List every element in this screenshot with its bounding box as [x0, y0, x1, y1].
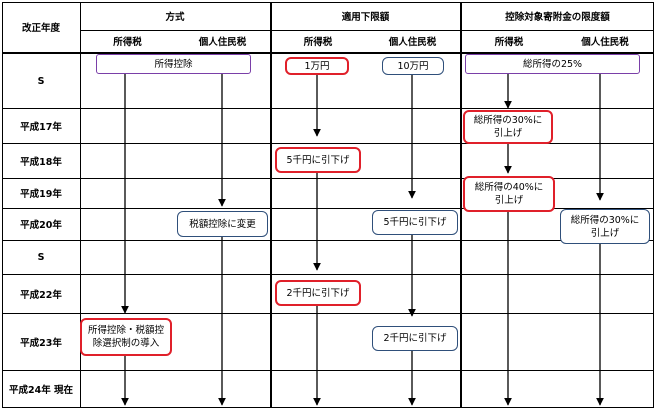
row-label: 平成19年: [20, 189, 62, 200]
box-floor-resident-h23: 2千円に引下げ: [372, 326, 458, 351]
grid-line: [2, 2, 3, 408]
sub-header: 所得税: [113, 37, 142, 48]
row-label: 平成22年: [20, 289, 62, 301]
box-floor-resident-initial: 10万円: [382, 57, 444, 75]
grid-line: [460, 2, 462, 408]
row-label: S: [37, 251, 45, 263]
row-label: 平成24年 現在: [8, 384, 74, 396]
box-floor-income-h22: 2千円に引下げ: [275, 280, 361, 306]
row-label: 平成18年: [20, 156, 62, 168]
grid-line: [2, 274, 654, 275]
grid-line: [80, 2, 81, 408]
grid-line: [2, 2, 654, 3]
grid-line: [2, 313, 654, 314]
sub-header: 個人住民税: [581, 37, 629, 48]
sub-header: 所得税: [494, 37, 524, 48]
row-label: 平成23年: [20, 337, 62, 349]
box-method-income-deduction: 所得控除: [96, 54, 251, 74]
grid-line: [2, 240, 654, 241]
grid-line: [270, 2, 272, 408]
box-method-choice: 所得控除・税額控 除選択制の導入: [80, 318, 172, 356]
group-header-floor: 適用下限額: [341, 12, 390, 23]
grid-line: [2, 407, 654, 408]
row-label: 平成17年: [20, 121, 62, 133]
sub-header: 個人住民税: [388, 37, 437, 48]
grid-line: [2, 178, 654, 179]
year-column-header: 改正年度: [21, 23, 60, 34]
sub-header: 所得税: [303, 37, 333, 48]
group-header-limit: 控除対象寄附金の限度額: [505, 12, 610, 23]
grid-line: [2, 208, 654, 209]
box-limit-income-initial: 総所得の25%: [465, 54, 640, 74]
row-label: S: [37, 75, 45, 87]
sub-header: 個人住民税: [198, 37, 247, 48]
grid-line: [653, 2, 654, 408]
grid-line: [2, 52, 654, 54]
grid-line: [2, 370, 654, 371]
group-header-method: 方式: [165, 12, 185, 23]
box-method-tax-credit: 税額控除に変更: [177, 211, 268, 237]
box-limit-income-h19: 総所得の40%に 引上げ: [463, 176, 555, 212]
grid-line: [2, 108, 654, 109]
box-limit-income-h17: 総所得の30%に 引上げ: [463, 110, 553, 144]
grid-line: [2, 143, 654, 144]
box-floor-income-h18: 5千円に引下げ: [275, 147, 361, 173]
grid-line: [80, 30, 654, 31]
box-limit-resident-h20: 総所得の30%に 引上げ: [560, 209, 650, 244]
box-floor-resident-h20: 5千円に引下げ: [372, 210, 458, 235]
box-floor-income-initial: 1万円: [285, 57, 349, 75]
row-label: 平成20年: [20, 220, 62, 231]
